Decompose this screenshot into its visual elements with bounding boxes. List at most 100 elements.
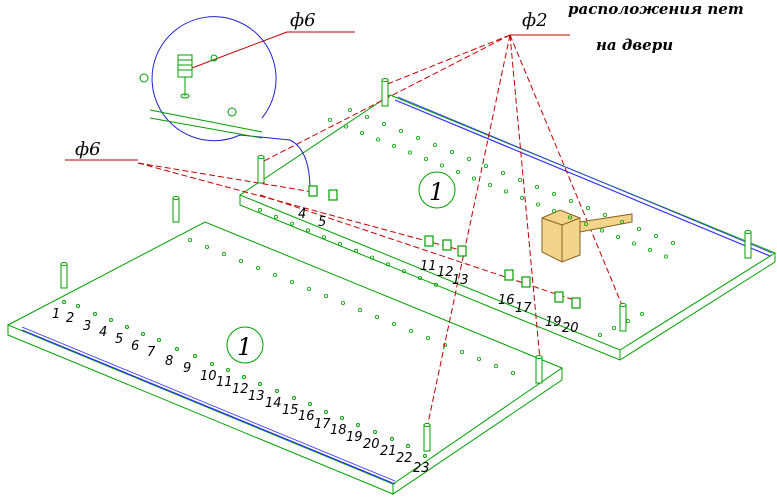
phi6-top-label: ф6 <box>290 10 316 31</box>
hole-marker <box>226 368 230 372</box>
hole-marker <box>193 354 197 358</box>
lower-number: 15 <box>282 403 299 418</box>
hole-marker <box>125 325 129 329</box>
drill-hole <box>483 163 488 168</box>
lower-number: 9 <box>183 361 191 376</box>
lower-number: 16 <box>298 409 315 424</box>
drill-hole <box>289 279 294 284</box>
lower-number: 20 <box>363 437 380 452</box>
drill-hole <box>518 177 523 182</box>
hole-marker <box>109 318 113 322</box>
hole-marker <box>373 430 377 434</box>
drill-hole <box>323 293 328 298</box>
drill-hole <box>374 314 379 319</box>
upper-number: 11 <box>420 259 437 274</box>
detail-callout <box>139 16 311 191</box>
drill-hole <box>626 318 631 323</box>
drill-hole <box>600 228 605 233</box>
drill-hole <box>612 325 617 330</box>
hole-marker <box>157 338 161 342</box>
drill-hole <box>664 254 669 259</box>
drill-hole <box>343 124 348 129</box>
drill-hole <box>415 135 420 140</box>
drill-hole <box>584 221 589 226</box>
hole-marker <box>356 423 360 427</box>
hole-marker <box>390 437 394 441</box>
drill-hole <box>305 228 310 233</box>
upper-number: 5 <box>318 215 326 230</box>
upper-number: 12 <box>437 265 454 280</box>
drill-hole <box>552 208 557 213</box>
drill-hole <box>500 170 505 175</box>
drill-hole <box>306 286 311 291</box>
drill-hole <box>503 189 508 194</box>
upper-number: 19 <box>545 315 562 330</box>
lower-number: 5 <box>115 332 123 347</box>
lower-number: 10 <box>200 369 217 384</box>
drill-hole <box>552 191 557 196</box>
drill-hole <box>493 363 498 368</box>
hole-marker <box>93 312 97 316</box>
lower-number: 14 <box>265 396 282 411</box>
drill-hole <box>273 214 278 219</box>
title-line-2: на двери <box>596 36 673 54</box>
drill-hole <box>272 272 277 277</box>
drill-hole <box>238 258 243 263</box>
upper-number: 4 <box>298 207 306 222</box>
lower-number: 18 <box>330 423 347 438</box>
drill-hole <box>620 219 625 224</box>
drill-hole <box>347 108 352 113</box>
drill-hole <box>408 328 413 333</box>
drill-hole <box>375 137 380 142</box>
drill-hole <box>535 184 540 189</box>
drill-hole <box>487 182 492 187</box>
upper-number: 13 <box>452 273 469 288</box>
hole-marker <box>62 300 66 304</box>
drill-hole <box>520 195 525 200</box>
lower-number: 13 <box>248 389 265 404</box>
drill-hole <box>289 221 294 226</box>
drill-hole <box>340 300 345 305</box>
bushings <box>308 185 581 309</box>
upper-number: 16 <box>498 293 515 308</box>
hole-marker <box>141 332 145 336</box>
drill-hole <box>401 269 406 274</box>
drill-hole <box>455 169 460 174</box>
drill-hole <box>359 130 364 135</box>
drill-hole <box>459 349 464 354</box>
svg-text:1: 1 <box>237 333 252 361</box>
drill-hole <box>337 241 342 246</box>
hole-marker <box>324 410 328 414</box>
drill-hole <box>654 233 659 238</box>
drill-holes <box>187 108 676 375</box>
lower-number: 12 <box>232 382 249 397</box>
drill-hole <box>364 115 369 120</box>
drill-hole <box>357 307 362 312</box>
drill-hole <box>381 122 386 127</box>
pegs <box>60 78 752 452</box>
drill-hole <box>385 262 390 267</box>
lower-number: 19 <box>346 430 363 445</box>
detail-bushing <box>177 54 193 99</box>
drill-hole <box>398 128 403 133</box>
lower-number: 7 <box>147 345 156 360</box>
hole-marker <box>308 402 312 406</box>
part-mark-lower: 1 <box>226 326 264 364</box>
drill-hole <box>648 247 653 252</box>
hinge-block <box>541 209 633 263</box>
part-mark-upper: 1 <box>418 171 456 209</box>
hole-marker <box>210 362 214 366</box>
lower-number: 21 <box>380 444 397 459</box>
drill-hole <box>442 342 447 347</box>
phi6-left-label: ф6 <box>75 139 101 160</box>
drill-hole <box>423 156 428 161</box>
drill-hole <box>640 311 645 316</box>
drill-hole <box>598 332 603 337</box>
drill-hole <box>471 176 476 181</box>
hole-marker <box>406 444 410 448</box>
drill-hole <box>321 235 326 240</box>
lower-door-panel <box>6 221 564 495</box>
drill-hole <box>417 275 422 280</box>
hole-marker <box>242 375 246 379</box>
